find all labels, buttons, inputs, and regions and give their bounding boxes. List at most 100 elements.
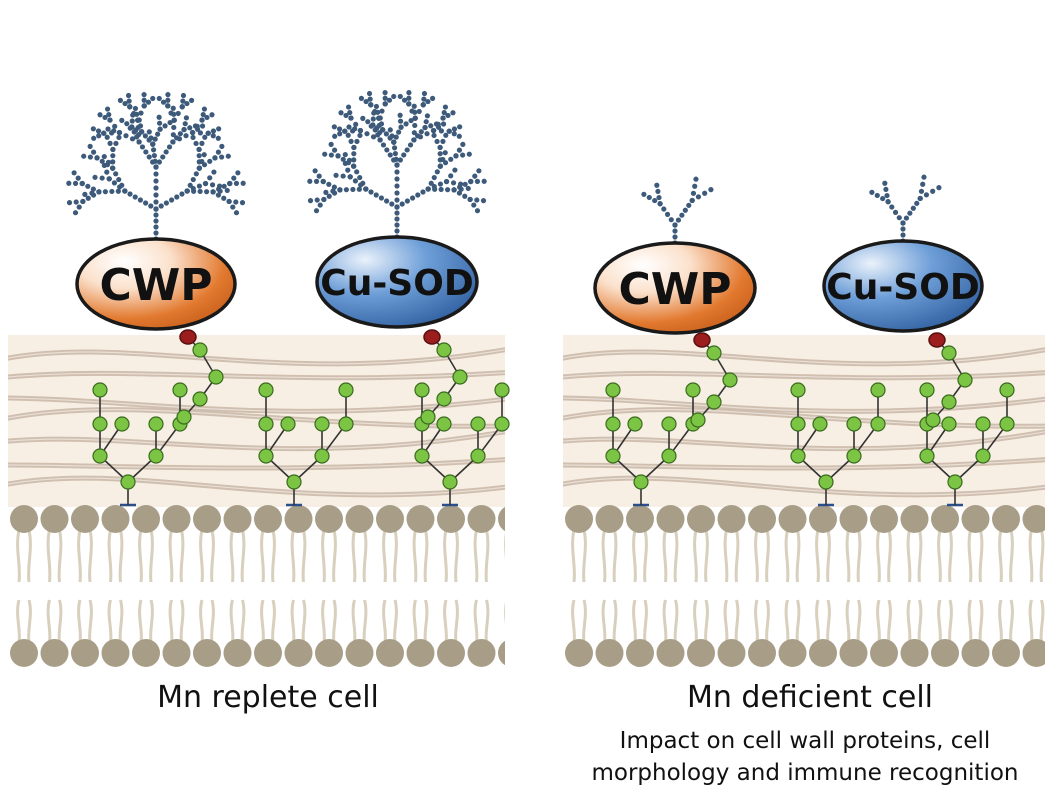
- mannose-dot: [72, 180, 79, 186]
- lipid-tail: [412, 529, 418, 583]
- mannose-dot: [76, 204, 82, 210]
- lipid-tail: [887, 599, 892, 643]
- mannose-dot: [431, 183, 437, 190]
- lipid-tail: [351, 599, 357, 643]
- lipid-tail: [332, 529, 337, 583]
- mannose-dot: [930, 188, 936, 194]
- mannose-dot: [702, 190, 708, 196]
- lipid-head: [345, 639, 374, 667]
- mannose-dot: [219, 154, 225, 160]
- wall-fiber-highlight: [8, 431, 505, 450]
- mannose-dot: [394, 190, 400, 196]
- lipid-tail: [412, 599, 418, 643]
- mannose-dot: [641, 191, 647, 197]
- lipid-head: [931, 505, 959, 533]
- mannose-dot: [210, 189, 216, 195]
- mannose-dot: [152, 136, 158, 142]
- sugar-residue: [436, 416, 452, 432]
- sugar-residue: [92, 416, 108, 432]
- lipid-head: [498, 506, 505, 532]
- sugar-residue: [258, 382, 274, 398]
- mannose-dot: [382, 95, 388, 101]
- lipid-tail: [473, 599, 479, 643]
- mannose-dot: [156, 95, 162, 102]
- lipid-tail: [88, 529, 93, 583]
- mannose-dot: [165, 103, 171, 109]
- mannose-dot: [104, 106, 111, 112]
- mannose-dot: [153, 164, 159, 170]
- lipid-tail: [917, 529, 923, 583]
- mannose-dot: [348, 138, 354, 144]
- mannose-dot: [474, 208, 481, 214]
- lipid-tail: [149, 529, 154, 583]
- lipid-tail: [643, 529, 648, 583]
- mannose-dot: [80, 198, 86, 205]
- sugar-residue: [436, 391, 452, 407]
- lipid-tail: [795, 599, 801, 643]
- mannose-dot: [914, 200, 920, 206]
- mannose-dot: [460, 141, 466, 147]
- mannose-dot: [106, 111, 112, 118]
- mannose-dot: [90, 149, 97, 155]
- lipid-head: [961, 505, 990, 533]
- lipid-tail: [27, 529, 32, 583]
- sugar-residue: [690, 412, 706, 428]
- lipid-tail: [601, 599, 607, 643]
- sugar-residue: [722, 372, 738, 388]
- lipid-tail: [612, 599, 618, 643]
- mannose-dot: [313, 208, 320, 214]
- lipid-tail: [815, 599, 820, 643]
- sugar-residue: [494, 382, 510, 398]
- mannose-dot: [423, 119, 429, 125]
- lipid-head: [193, 639, 221, 667]
- mannose-dot: [458, 186, 464, 192]
- mannose-dot: [441, 109, 447, 116]
- lipid-tail: [362, 529, 368, 583]
- mannose-dot: [389, 201, 395, 207]
- mannose-dot: [99, 175, 105, 181]
- lipid-tail: [937, 599, 942, 643]
- mannose-dot: [391, 139, 397, 145]
- mannose-dot: [240, 180, 246, 186]
- mannose-dot: [216, 126, 222, 132]
- sugar-residue: [706, 394, 722, 410]
- mannose-dot: [907, 210, 913, 216]
- mannose-dot: [158, 203, 164, 209]
- mannose-dot: [440, 138, 446, 144]
- mannose-dot: [197, 188, 203, 195]
- mannose-dot: [392, 150, 398, 157]
- lipid-head: [626, 505, 654, 533]
- mannose-dot: [438, 128, 445, 134]
- mannose-dot: [207, 158, 213, 164]
- lipid-tail: [1039, 599, 1045, 643]
- mannose-dot: [394, 176, 400, 182]
- mannose-dot: [201, 152, 207, 158]
- mannose-dot: [378, 121, 385, 127]
- mannose-dot: [672, 234, 678, 240]
- lipid-tail: [784, 529, 790, 583]
- mannose-dot: [183, 133, 189, 139]
- lipid-tail: [393, 599, 398, 643]
- lipid-tail: [16, 529, 21, 583]
- mannose-dot: [156, 159, 162, 165]
- sugar-residue: [790, 448, 806, 464]
- mannose-dot: [445, 112, 451, 119]
- mannose-dot: [92, 174, 98, 180]
- mannose-dot: [368, 123, 374, 129]
- mannose-dot: [921, 174, 927, 180]
- mannose-dot: [110, 165, 116, 171]
- lipid-tail: [723, 529, 729, 583]
- sugar-residue: [314, 448, 330, 464]
- mannose-dot: [90, 126, 96, 132]
- lipid-tail: [887, 529, 892, 583]
- lipid-head: [376, 505, 404, 533]
- lipid-tail: [77, 599, 82, 643]
- panel-label-replete: Mn replete cell: [157, 680, 379, 715]
- mannose-dot: [474, 197, 480, 203]
- mannose-dot: [903, 215, 910, 221]
- lipid-head: [254, 505, 282, 533]
- mannose-dot: [167, 119, 173, 126]
- mannose-dot: [393, 134, 399, 140]
- mannose-dot: [345, 132, 351, 138]
- mannose-dot: [357, 127, 364, 134]
